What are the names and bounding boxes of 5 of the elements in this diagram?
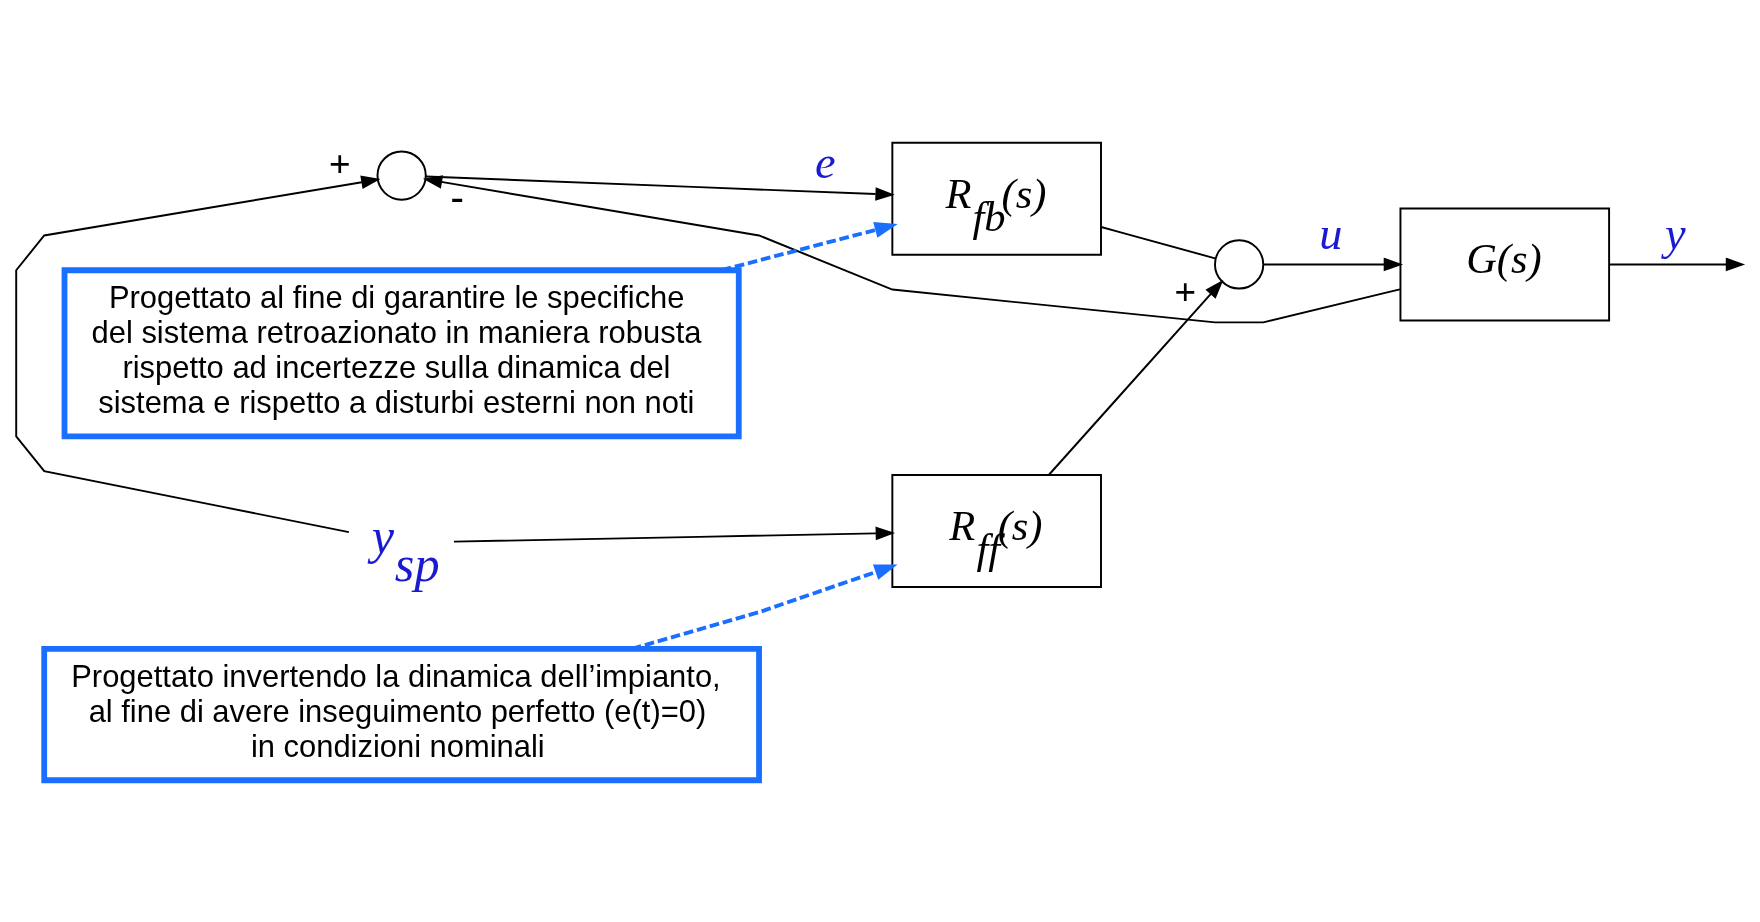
edge-label: e	[815, 136, 836, 188]
edge-label: +	[328, 142, 351, 185]
edge-label: +	[1174, 270, 1197, 313]
edge-label: -	[450, 174, 464, 217]
edge-label: u	[1319, 207, 1343, 259]
